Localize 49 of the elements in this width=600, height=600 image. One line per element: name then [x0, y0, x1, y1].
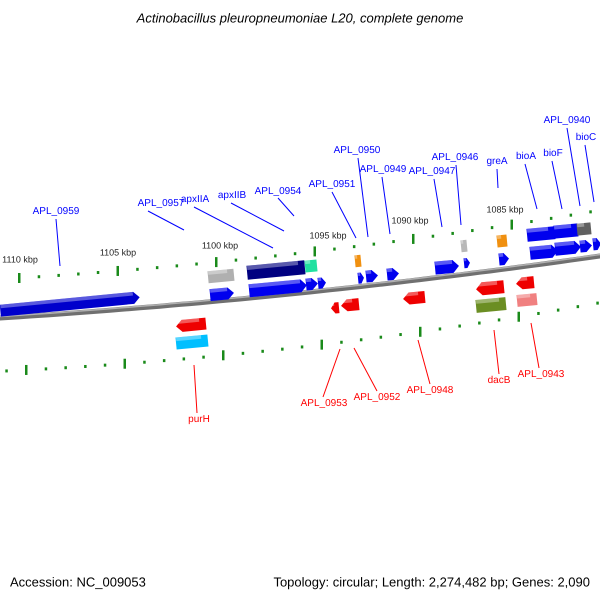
- leader-line: [524, 164, 538, 210]
- leader-line: [552, 160, 562, 210]
- leader-line: [456, 164, 462, 226]
- gene-label: greA: [486, 157, 508, 167]
- leader-line: [332, 192, 356, 238]
- leader-line: [434, 178, 442, 228]
- gene-label: bioC: [576, 133, 596, 143]
- scale-label: 1110 kbp: [2, 256, 38, 264]
- leader-line: [354, 348, 378, 392]
- leader-line: [194, 206, 274, 248]
- leader-line: [418, 340, 430, 384]
- gene-label: APL_0947: [408, 167, 456, 177]
- leader-line: [494, 330, 500, 374]
- gene-label: bioA: [516, 152, 536, 162]
- gene-label: dacB: [488, 376, 510, 386]
- leader-line: [358, 158, 368, 238]
- leader-line: [56, 218, 60, 266]
- leader-line: [194, 364, 198, 414]
- leader-line: [230, 202, 284, 232]
- scale-label: 1100 kbp: [202, 242, 238, 250]
- gene-label: APL_0954: [254, 187, 302, 197]
- gene-label: bioF: [543, 149, 563, 159]
- gene-label: APL_0949: [360, 165, 406, 175]
- accession-text: Accession: NC_009053: [10, 576, 146, 588]
- gene-label: APL_0950: [334, 146, 380, 156]
- gene-label: APL_0948: [406, 386, 454, 396]
- leader-line: [148, 210, 184, 230]
- leader-line: [278, 198, 294, 216]
- title: Actinobacillus pleuropneumoniae L20, complete genome: [136, 12, 464, 24]
- leader-line: [496, 168, 498, 188]
- gene-label: purH: [188, 415, 210, 425]
- leader-line: [322, 348, 340, 398]
- leader-line: [530, 322, 540, 368]
- gene-label: apxIIB: [218, 191, 246, 201]
- leader-line: [566, 128, 580, 206]
- gene-label: APL_0952: [354, 393, 400, 403]
- gene-label: APL_0940: [544, 116, 590, 126]
- gene-label: APL_0959: [32, 207, 80, 217]
- scale-label: 1085 kbp: [486, 206, 524, 214]
- leader-line: [584, 144, 594, 202]
- scale-label: 1105 kbp: [100, 248, 136, 258]
- scale-label: 1090 kbp: [391, 216, 429, 226]
- gene-label: APL_0946: [432, 153, 478, 163]
- gene-label: APL_0951: [308, 180, 356, 190]
- gene-label: APL_0953: [300, 399, 348, 409]
- genome-stats-text: Topology: circular; Length: 2,274,482 bp; Genes: 2,090: [273, 576, 590, 588]
- gene-label: APL_0943: [518, 370, 564, 380]
- scale-label: 1095 kbp: [309, 232, 347, 240]
- leader-line: [382, 176, 390, 234]
